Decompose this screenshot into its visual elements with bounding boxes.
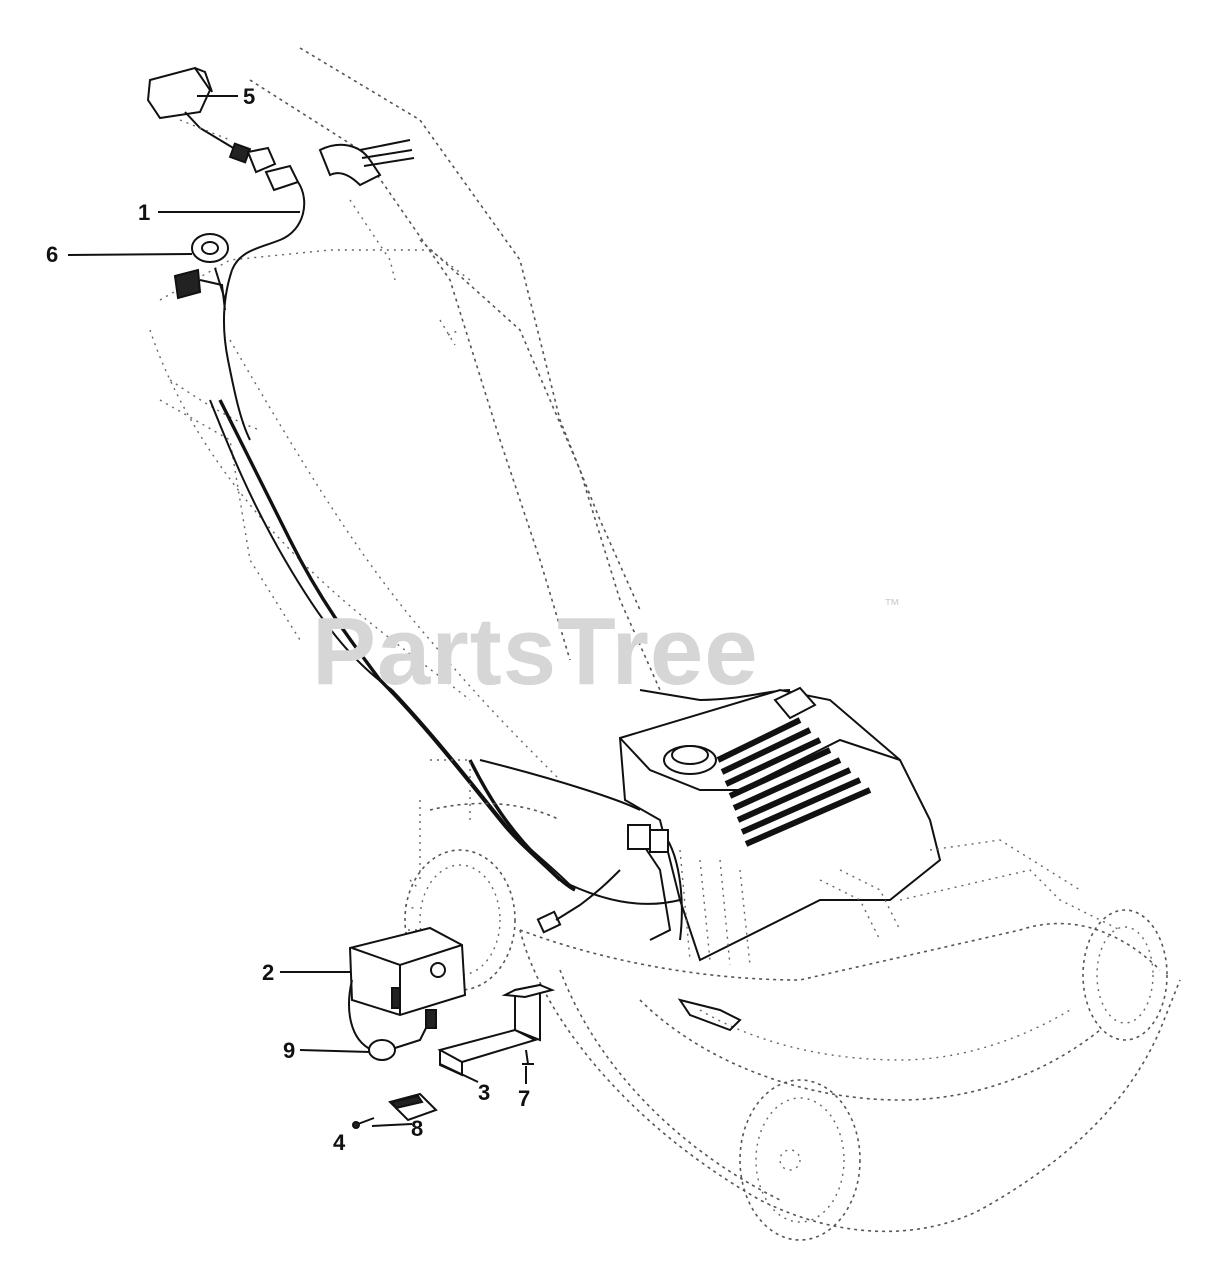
engine-cover-vents <box>716 717 872 847</box>
watermark-text: PartsTree <box>312 598 759 705</box>
front-left-wheel <box>739 1079 861 1241</box>
battery-bracket <box>437 983 556 1077</box>
callout-5: 5 <box>243 84 255 109</box>
callout-4: 4 <box>333 1130 346 1155</box>
callout-1: 1 <box>138 200 150 225</box>
callout-7: 7 <box>518 1086 530 1111</box>
wire-harness <box>209 164 791 934</box>
callout-9: 9 <box>283 1038 295 1063</box>
battery-lead <box>368 1009 437 1061</box>
callout-2: 2 <box>262 960 274 985</box>
callout-3: 3 <box>478 1080 490 1105</box>
handle-assembly <box>149 47 661 781</box>
engine <box>618 686 942 966</box>
clip-8 <box>388 1092 438 1122</box>
battery <box>348 926 467 1051</box>
leader-lines <box>67 95 527 1127</box>
front-right-wheel <box>1082 909 1168 1041</box>
callout-6: 6 <box>46 242 58 267</box>
trademark-symbol: ™ <box>884 597 900 614</box>
mower-deck <box>419 759 1181 1233</box>
key-switch <box>173 233 229 311</box>
screw-7 <box>522 1049 534 1065</box>
screw-4 <box>352 1117 375 1129</box>
battery-charger <box>146 66 277 174</box>
callout-8: 8 <box>411 1116 423 1141</box>
